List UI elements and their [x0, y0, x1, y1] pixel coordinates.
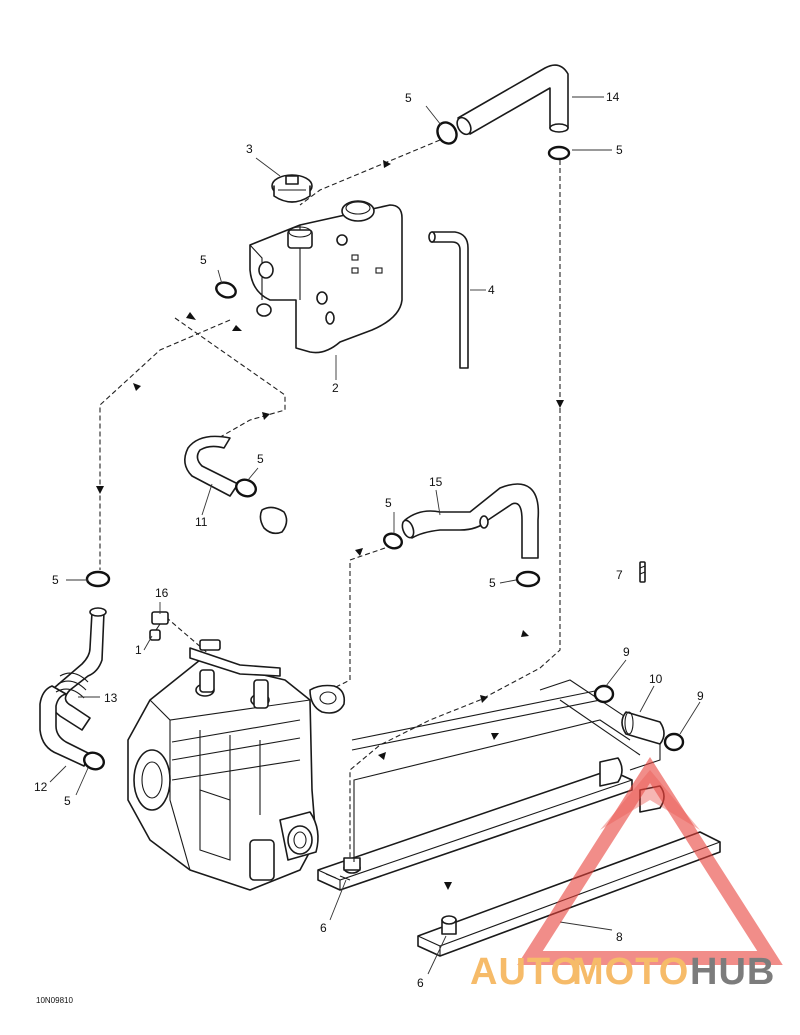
callout-9-left: 9 — [623, 645, 630, 659]
callout-6-front: 6 — [320, 921, 327, 935]
callout-1: 1 — [135, 643, 142, 657]
callout-5-upper-right: 5 — [616, 143, 623, 157]
callout-5-right: 5 — [489, 576, 496, 590]
connector-tube — [621, 711, 665, 745]
hose-clamps — [83, 121, 685, 771]
callout-14: 14 — [606, 90, 620, 104]
figure-code: 10N09810 — [36, 996, 73, 1005]
leader-lines — [49, 96, 701, 975]
watermark-text-moto: MOTO — [572, 951, 689, 993]
watermark-text-auto: AUTO — [470, 951, 581, 993]
callout-8: 8 — [616, 930, 623, 944]
callout-5-upper-hose: 5 — [405, 91, 412, 105]
engine-block — [127, 639, 319, 891]
water-pump-outlet — [309, 684, 346, 714]
callout-13: 13 — [104, 691, 118, 705]
callout-3: 3 — [246, 142, 253, 156]
pressure-cap — [271, 174, 313, 203]
callout-5-tank: 5 — [200, 253, 207, 267]
callout-9-right: 9 — [697, 689, 704, 703]
lower-hose-assembly — [39, 607, 107, 767]
callout-4: 4 — [488, 283, 495, 297]
callout-labels: 1 2 3 4 5 5 5 5 5 5 5 5 6 6 7 8 9 9 10 1… — [34, 90, 704, 990]
upper-hose — [456, 64, 569, 136]
watermark-text-hub: HUB — [690, 951, 775, 993]
radiator-hose — [401, 483, 540, 559]
callout-6-rear: 6 — [417, 976, 424, 990]
callout-2: 2 — [332, 381, 339, 395]
callout-7: 7 — [616, 568, 623, 582]
callout-10: 10 — [649, 672, 663, 686]
callout-16: 16 — [155, 586, 169, 600]
coolant-tank — [249, 200, 403, 354]
callout-15: 15 — [429, 475, 443, 489]
watermark-logo: AUTO MOTO HUB — [470, 756, 783, 993]
callout-5-left: 5 — [52, 573, 59, 587]
callout-5-lower: 5 — [64, 794, 71, 808]
callout-5-bypass: 5 — [257, 452, 264, 466]
watermark-triangle-icon — [517, 756, 783, 965]
callout-5-middle: 5 — [385, 496, 392, 510]
callout-11: 11 — [195, 515, 208, 529]
temperature-sensor — [149, 611, 169, 641]
radiator-frame — [353, 679, 665, 862]
callout-12: 12 — [34, 780, 48, 794]
overflow-hose — [428, 231, 469, 369]
bolt — [639, 561, 646, 583]
